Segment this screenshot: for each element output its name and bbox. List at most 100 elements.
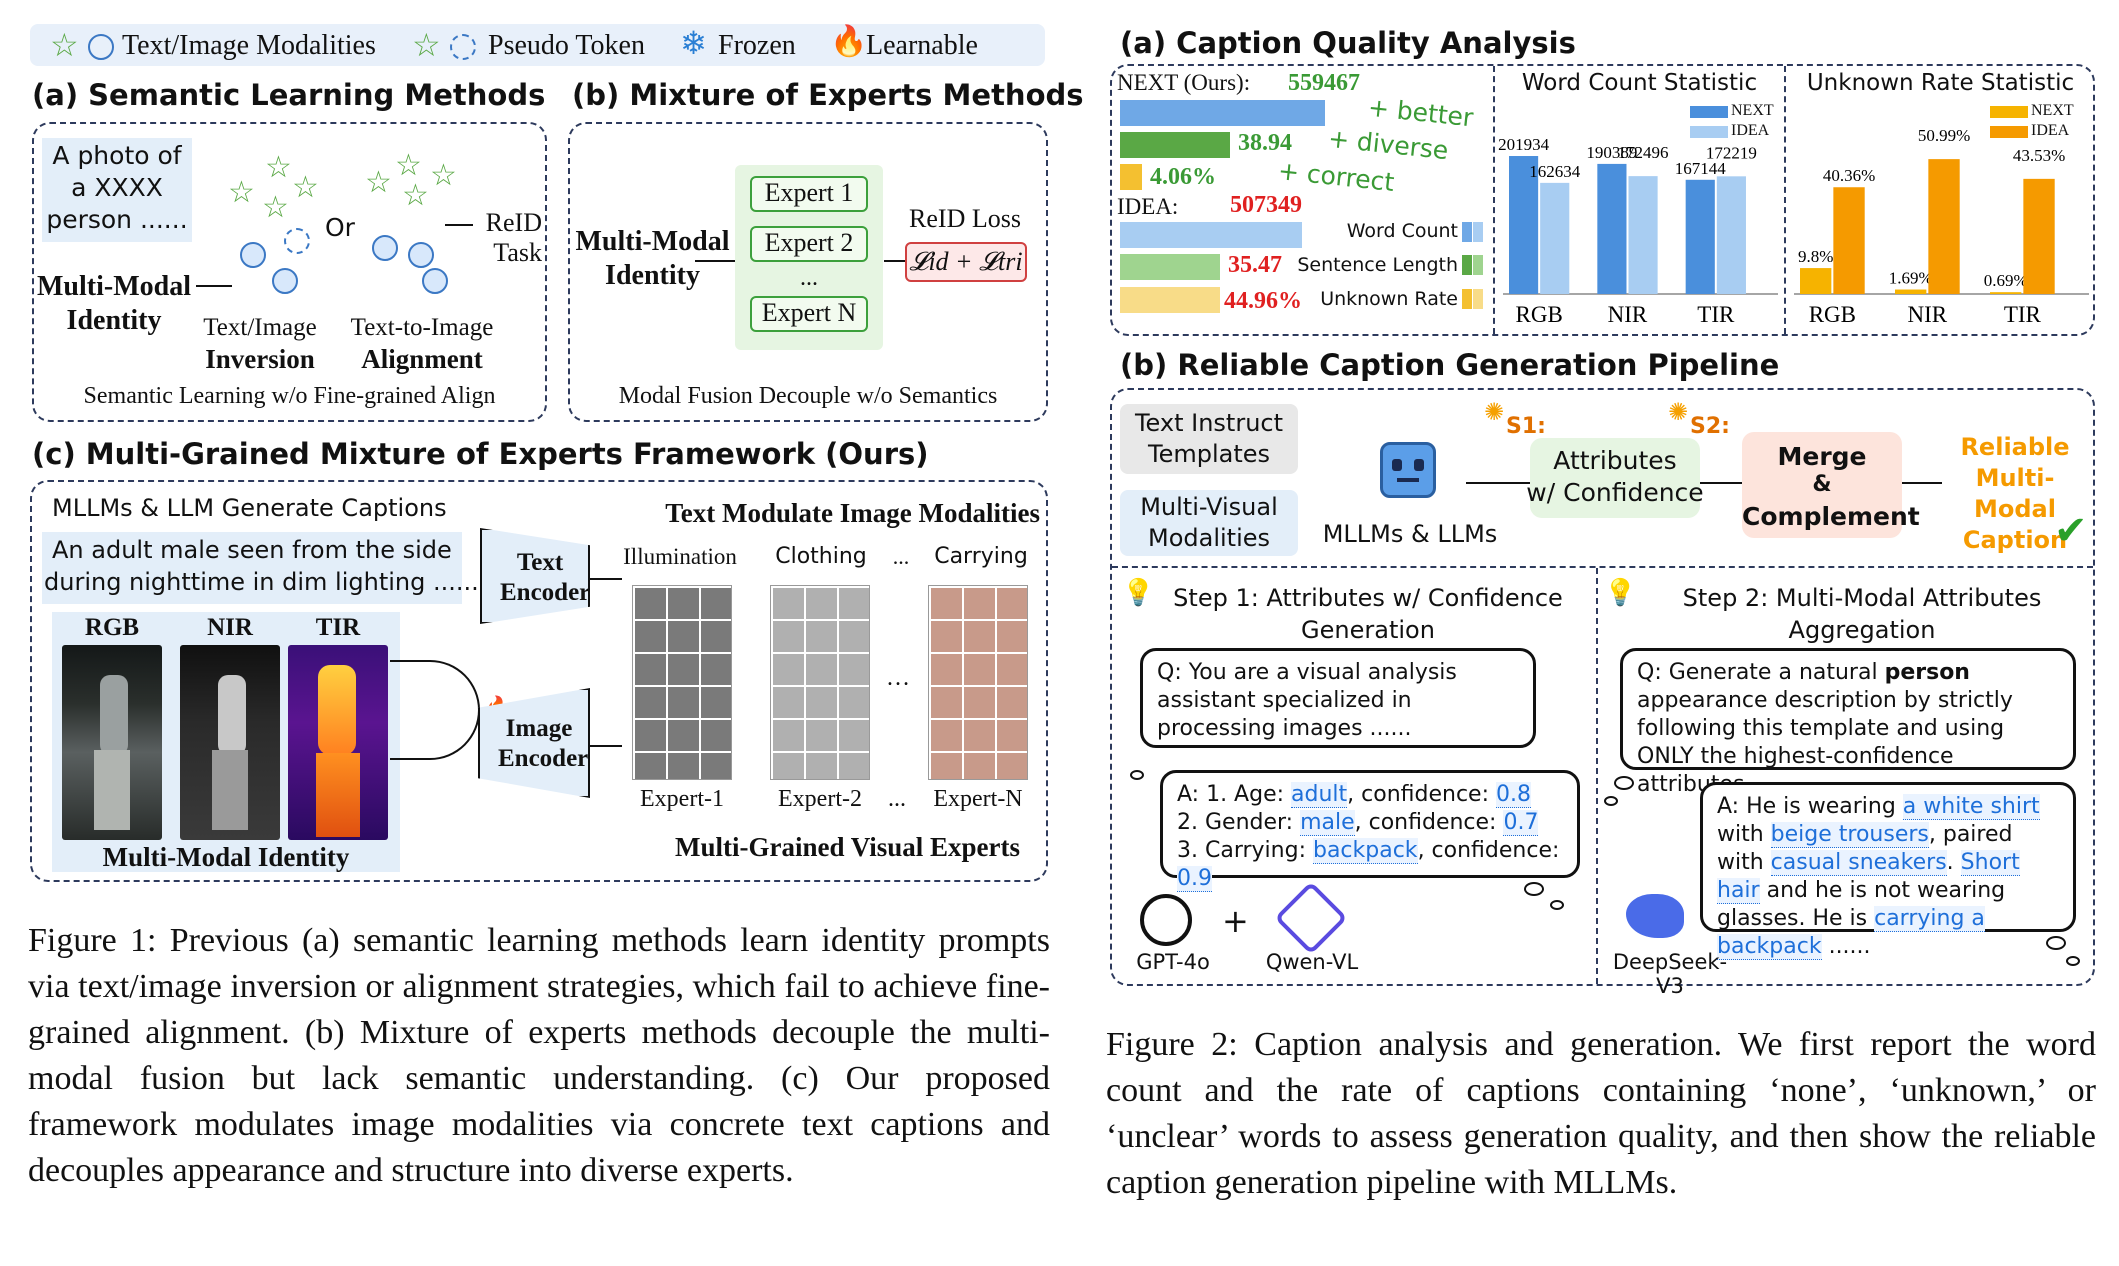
legend-swatch xyxy=(1473,289,1483,309)
data-label: 162634 xyxy=(1529,162,1581,181)
arrow xyxy=(445,224,473,226)
merge-label-3: Complement xyxy=(1742,502,1920,531)
openai-logo-icon xyxy=(1140,894,1192,946)
inversion-label-2: Inversion xyxy=(205,344,315,374)
check-icon: ✔ xyxy=(2054,508,2088,554)
tick-label: TIR xyxy=(1697,302,1735,327)
data-label: 9.8% xyxy=(1798,247,1833,266)
bar-idea-tir xyxy=(1716,176,1746,294)
expert-label-dots: ... xyxy=(888,786,906,812)
a2-shirt: a white shirt xyxy=(1902,794,2040,820)
attr-clothing: Clothing xyxy=(775,544,867,569)
fig1a-panel xyxy=(32,122,547,422)
nir-image xyxy=(180,645,280,840)
a2-t0: A: He is wearing xyxy=(1717,794,1903,819)
next-unknown: 4.06% xyxy=(1150,164,1216,190)
a2-sneakers: casual sneakers xyxy=(1770,850,1947,876)
arrow xyxy=(196,285,232,287)
bar-next-nir xyxy=(1597,163,1627,294)
robot-icon xyxy=(1380,442,1436,498)
legend-frozen: Frozen xyxy=(718,30,796,61)
bubble-tail xyxy=(1550,900,1564,910)
unknown-rate-chart: 9.8%40.36%RGB1.69%50.99%NIR0.69%43.53%TI… xyxy=(1794,126,2089,327)
divider xyxy=(1784,66,1786,334)
tir-image xyxy=(288,645,388,840)
star-icon: ☆ xyxy=(262,190,289,225)
a1-conf-label: , confidence: xyxy=(1347,782,1496,807)
bar-idea-nir xyxy=(1928,159,1960,294)
expert-box-1: Expert 1 xyxy=(750,176,868,212)
word-count-chart: 201934162634RGB190389172496NIR1671441722… xyxy=(1498,135,1778,327)
legend-sentence-length: Sentence Length xyxy=(1297,254,1458,276)
modality-rgb-label: RGB xyxy=(84,614,140,641)
arrow xyxy=(884,260,906,262)
fig2a-title: (a) Caption Quality Analysis xyxy=(1120,26,1576,60)
legend-text-image: Text/Image Modalities xyxy=(122,30,376,61)
data-label: 40.36% xyxy=(1823,166,1875,185)
tick-label: RGB xyxy=(1516,302,1563,327)
idea-words: 507349 xyxy=(1230,192,1302,218)
circle-icon xyxy=(372,235,398,261)
legend-swatch xyxy=(1473,222,1483,242)
merge-box xyxy=(1742,432,1902,538)
tick-label: TIR xyxy=(2004,302,2042,327)
fig1a-title: (a) Semantic Learning Methods xyxy=(32,78,546,112)
data-label: 172496 xyxy=(1618,143,1669,162)
bulb-icon: 💡 xyxy=(1604,578,1637,608)
a2-t5: ...... xyxy=(1821,934,1871,959)
s1-label: S1: xyxy=(1506,414,1546,439)
or-text: Or xyxy=(325,213,355,242)
fig1b-title: (b) Mixture of Experts Methods xyxy=(572,78,1084,112)
q2-text-a: Q: Generate a natural xyxy=(1637,660,1885,685)
a1-gender-val: male xyxy=(1300,810,1355,836)
wc-legend-next: NEXT xyxy=(1731,102,1774,119)
bubble-tail xyxy=(1614,776,1634,790)
star-icon: ☆ xyxy=(265,150,292,185)
reid-task: ReID Task xyxy=(485,208,542,267)
star-icon: ☆ xyxy=(430,158,457,193)
tick-label: NIR xyxy=(1608,302,1648,327)
ur-legend-next-swatch xyxy=(1990,106,2028,118)
snowflake-icon: ❄ xyxy=(680,24,707,62)
legend-word-count: Word Count xyxy=(1346,220,1458,242)
wc-title: Word Count Statistic xyxy=(1521,70,1758,96)
idea-unknown: 44.96% xyxy=(1224,288,1302,314)
multi-visual-box: Multi-Visual Modalities xyxy=(1120,490,1298,556)
s2-label: S2: xyxy=(1690,414,1730,439)
q2-person: person xyxy=(1884,660,1970,685)
expert-grid-n xyxy=(928,585,1028,780)
alignment-label-2: Alignment xyxy=(361,344,483,374)
legend-learnable: Learnable xyxy=(866,30,978,61)
a2-trousers: beige trousers xyxy=(1770,822,1929,848)
attr-dots: ... xyxy=(892,544,910,569)
dashed-circle-icon xyxy=(450,34,476,60)
caption-line-2: during nighttime in dim lighting ...... xyxy=(44,568,479,596)
a1-carrying-conf: 0.9 xyxy=(1177,866,1212,892)
data-label: 1.69% xyxy=(1889,269,1933,288)
dashed-circle-icon xyxy=(284,228,310,254)
a1-carrying-val: backpack xyxy=(1312,838,1418,864)
flame-icon: 🔥 xyxy=(830,24,868,59)
legend-unknown-rate: Unknown Rate xyxy=(1320,288,1458,310)
attributes-label-1: Attributes xyxy=(1553,446,1677,475)
mllm-text: MLLMs & LLM Generate Captions xyxy=(52,494,447,522)
figure-1-caption: Figure 1: Previous (a) semantic learning… xyxy=(28,922,1050,1189)
a1-bubble: A: 1. Age: adult, confidence: 0.8 2. Gen… xyxy=(1160,770,1580,892)
a1-conf-label: , confidence: xyxy=(1417,838,1560,863)
attributes-box xyxy=(1530,438,1700,518)
qwen-label: Qwen-VL xyxy=(1265,950,1359,974)
bar-next-tir xyxy=(1685,179,1715,294)
deepseek-logo-icon xyxy=(1626,894,1684,938)
next-sentence: 38.94 xyxy=(1238,130,1292,156)
modulate-title: Text Modulate Image Modalities xyxy=(665,498,1040,528)
a1-gender-conf: 0.7 xyxy=(1503,810,1539,836)
expert-box-n: Expert N xyxy=(750,296,868,332)
text-encoder: Text Encoder xyxy=(480,528,590,624)
legend-pseudo: Pseudo Token xyxy=(488,30,645,61)
merge-label-2: & xyxy=(1812,472,1832,497)
merge-label-1: Merge xyxy=(1777,442,1867,471)
idea-wc-bar xyxy=(1120,222,1302,248)
ur-legend-idea: IDEA xyxy=(2031,122,2070,139)
mm-identity-c: Multi-Modal Identity xyxy=(102,842,350,872)
fig2b-title: (b) Reliable Caption Generation Pipeline xyxy=(1120,348,1780,382)
